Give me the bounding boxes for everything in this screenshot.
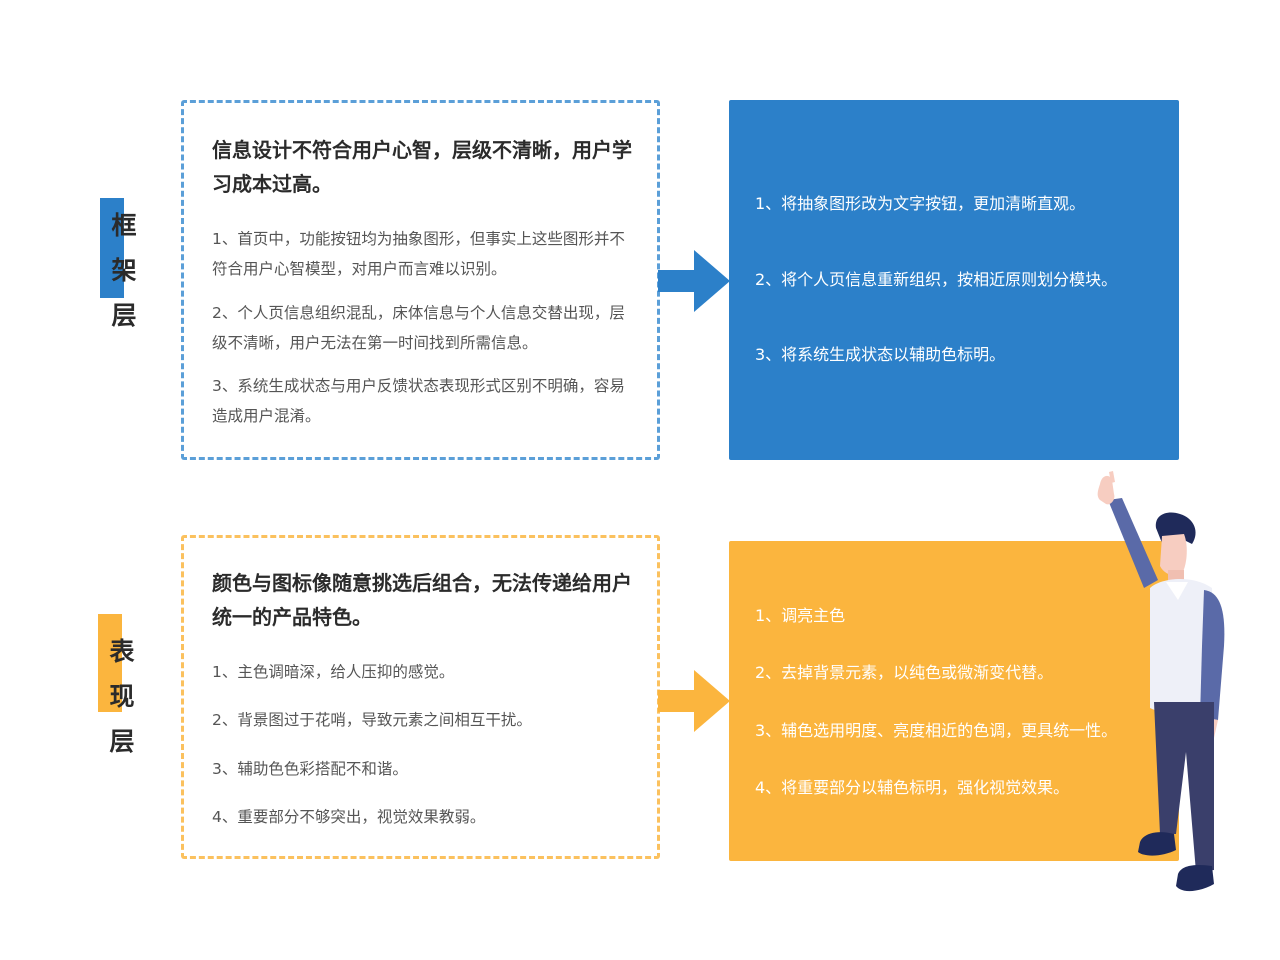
- problem-item: 1、首页中，功能按钮均为抽象图形，但事实上这些图形并不符合用户心智模型，对用户而…: [212, 230, 625, 278]
- solution-item: 3、辅色选用明度、亮度相近的色调，更具统一性。: [755, 721, 1118, 740]
- problem-item: 3、系统生成状态与用户反馈状态表现形式区别不明确，容易造成用户混淆。: [212, 377, 625, 425]
- solution-box-presentation: 1、调亮主色 2、去掉背景元素，以纯色或微渐变代替。 3、辅色选用明度、亮度相近…: [729, 541, 1179, 861]
- solution-item: 1、将抽象图形改为文字按钮，更加清晰直观。: [755, 194, 1086, 213]
- section-label-framework: 框架层: [100, 198, 140, 358]
- section-label-presentation: 表现层: [98, 614, 138, 774]
- solution-item: 3、将系统生成状态以辅助色标明。: [755, 345, 1006, 364]
- problem-box-presentation: 颜色与图标像随意挑选后组合，无法传递给用户统一的产品特色。 1、主色调暗深，给人…: [181, 535, 660, 859]
- problem-item: 2、个人页信息组织混乱，床体信息与个人信息交替出现，层级不清晰，用户无法在第一时…: [212, 304, 625, 352]
- problem-item: 4、重要部分不够突出，视觉效果教弱。: [212, 808, 486, 826]
- problem-title: 颜色与图标像随意挑选后组合，无法传递给用户统一的产品特色。: [212, 571, 632, 629]
- problem-item: 1、主色调暗深，给人压抑的感觉。: [212, 663, 455, 681]
- arrow-right-icon: [658, 250, 730, 312]
- solution-item: 2、将个人页信息重新组织，按相近原则划分模块。: [755, 270, 1118, 289]
- section-label-accent-bar: [98, 614, 122, 712]
- problem-item: 2、背景图过于花哨，导致元素之间相互干扰。: [212, 711, 532, 729]
- problem-title: 信息设计不符合用户心智，层级不清晰，用户学习成本过高。: [212, 138, 632, 196]
- solution-item: 4、将重要部分以辅色标明，强化视觉效果。: [755, 778, 1070, 797]
- solution-item: 1、调亮主色: [755, 606, 846, 625]
- problem-item: 3、辅助色色彩搭配不和谐。: [212, 760, 408, 778]
- section-label-accent-bar: [100, 198, 124, 298]
- arrow-right-icon: [658, 670, 730, 732]
- solution-item: 2、去掉背景元素，以纯色或微渐变代替。: [755, 663, 1054, 682]
- person-pointing-illustration: [1097, 471, 1225, 892]
- section-label-text: 框架层: [108, 212, 137, 347]
- section-label-text: 表现层: [106, 638, 135, 773]
- problem-box-framework: 信息设计不符合用户心智，层级不清晰，用户学习成本过高。 1、首页中，功能按钮均为…: [181, 100, 660, 460]
- solution-box-framework: 1、将抽象图形改为文字按钮，更加清晰直观。 2、将个人页信息重新组织，按相近原则…: [729, 100, 1179, 460]
